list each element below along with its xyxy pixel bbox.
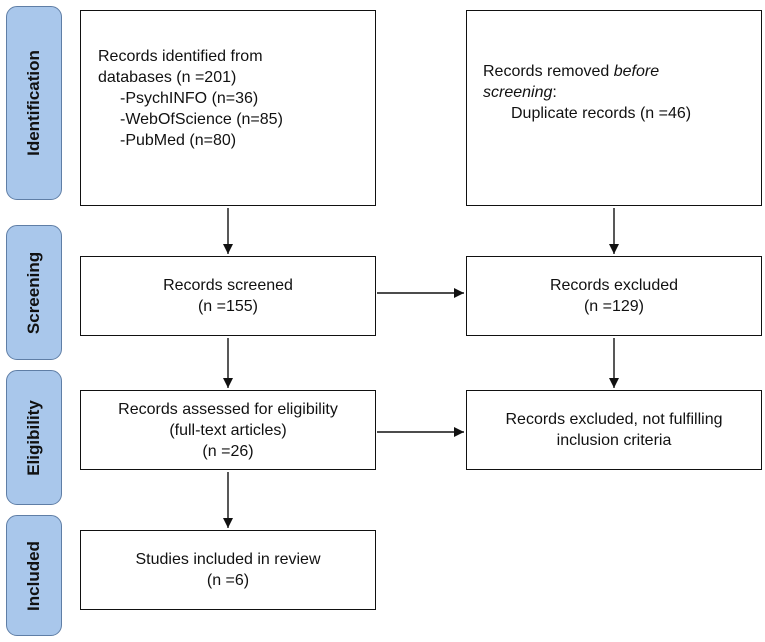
records-excluded-box: Records excluded (n =129) [466, 256, 762, 336]
records-removed-heading-2: screening: [483, 82, 761, 103]
records-excluded-criteria-box: Records excluded, not fulfilling inclusi… [466, 390, 762, 470]
duplicate-records-count: Duplicate records (n =46) [511, 105, 692, 122]
records-screened-title: Records screened [163, 277, 293, 294]
records-removed-suffix: : [552, 84, 557, 101]
records-removed-heading: Records removed before [483, 61, 761, 82]
excluded-criteria-line2: inclusion criteria [556, 432, 672, 449]
records-assessed-count: (n =26) [202, 442, 254, 460]
records-excluded-title: Records excluded [549, 277, 679, 294]
records-removed-emphasis-2: screening [483, 84, 553, 101]
records-removed-box: Records removed before screening: Duplic… [466, 10, 762, 206]
studies-included-box: Studies included in review (n =6) [80, 530, 376, 610]
phase-eligibility-label: Eligibility [6, 370, 62, 505]
phase-included-label: Included [6, 515, 62, 636]
records-screened-count: (n =155) [197, 298, 259, 315]
source-psychinfo: -PsychINFO (n=36) [120, 90, 259, 107]
records-assessed-title: Records assessed for eligibility [118, 400, 338, 418]
records-identified-box: Records identified from databases (n =20… [80, 10, 376, 206]
phase-screening-label: Screening [6, 225, 62, 360]
records-removed-prefix: Records removed [483, 63, 614, 80]
records-screened-box: Records screened (n =155) [80, 256, 376, 336]
excluded-criteria-line1: Records excluded, not fulfilling [505, 411, 723, 428]
source-webofscience: -WebOfScience (n=85) [120, 111, 283, 128]
records-identified-title: Records identified from [98, 48, 263, 65]
records-removed-emphasis: before [613, 63, 660, 80]
records-identified-subtitle: databases (n =201) [98, 69, 237, 86]
studies-included-count: (n =6) [206, 572, 250, 589]
records-assessed-subtitle: (full-text articles) [169, 421, 287, 439]
phase-identification-label: Identification [6, 6, 62, 200]
source-pubmed: -PubMed (n=80) [120, 132, 237, 149]
records-excluded-count: (n =129) [583, 298, 645, 315]
studies-included-title: Studies included in review [135, 551, 321, 568]
records-assessed-box: Records assessed for eligibility (full-t… [80, 390, 376, 470]
